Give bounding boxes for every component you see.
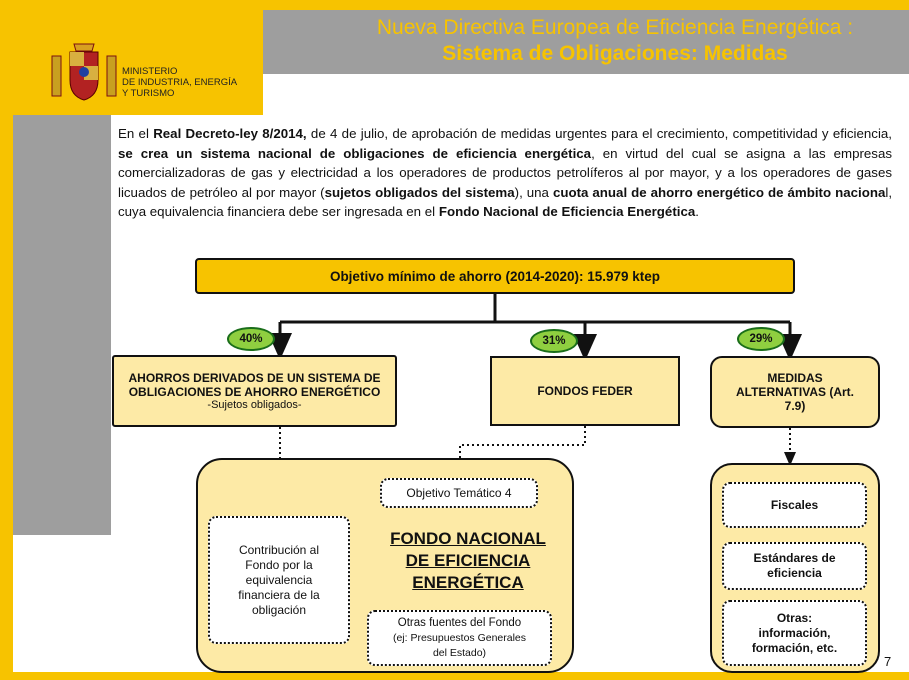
branch-box-alternativas: MEDIDAS ALTERNATIVAS (Art. 7.9) <box>710 356 880 428</box>
measure-otras: Otras: información, formación, etc. <box>722 600 867 666</box>
slide-subtitle: Sistema de Obligaciones: Medidas <box>442 42 788 65</box>
bottom-frame-bar <box>0 672 909 680</box>
ministry-name: MINISTERIO DE INDUSTRIA, ENERGÍA Y TURIS… <box>122 66 238 99</box>
measure-fiscales: Fiscales <box>722 482 867 528</box>
slide-title: Nueva Directiva Europea de Eficiencia En… <box>376 16 854 39</box>
pct-badge-obligaciones: 40% <box>227 327 275 351</box>
pct-badge-feder: 31% <box>530 329 578 353</box>
measure-estandares: Estándares de eficiencia <box>722 542 867 590</box>
side-gray-band <box>13 115 111 535</box>
contribucion-box: Contribución al Fondo por la equivalenci… <box>208 516 350 644</box>
otras-fuentes-box: Otras fuentes del Fondo (ej: Presupuesto… <box>367 610 552 666</box>
branch-box-feder: FONDOS FEDER <box>490 356 680 426</box>
left-frame-bar <box>0 0 13 680</box>
objective-box: Objetivo mínimo de ahorro (2014-2020): 1… <box>195 258 795 294</box>
pct-badge-alternativas: 29% <box>737 327 785 351</box>
fund-title: FONDO NACIONAL DE EFICIENCIA ENERGÉTICA <box>390 529 546 592</box>
page-number: 7 <box>884 654 892 669</box>
coat-of-arms-icon <box>51 43 117 101</box>
intro-paragraph: En el Real Decreto-ley 8/2014, de 4 de j… <box>118 126 893 219</box>
branch-box-obligaciones: AHORROS DERIVADOS DE UN SISTEMA DE OBLIG… <box>112 355 397 427</box>
objetivo-tematico-box: Objetivo Temático 4 <box>380 478 538 508</box>
top-frame-bar <box>0 0 909 10</box>
header-gray-band <box>263 10 909 74</box>
